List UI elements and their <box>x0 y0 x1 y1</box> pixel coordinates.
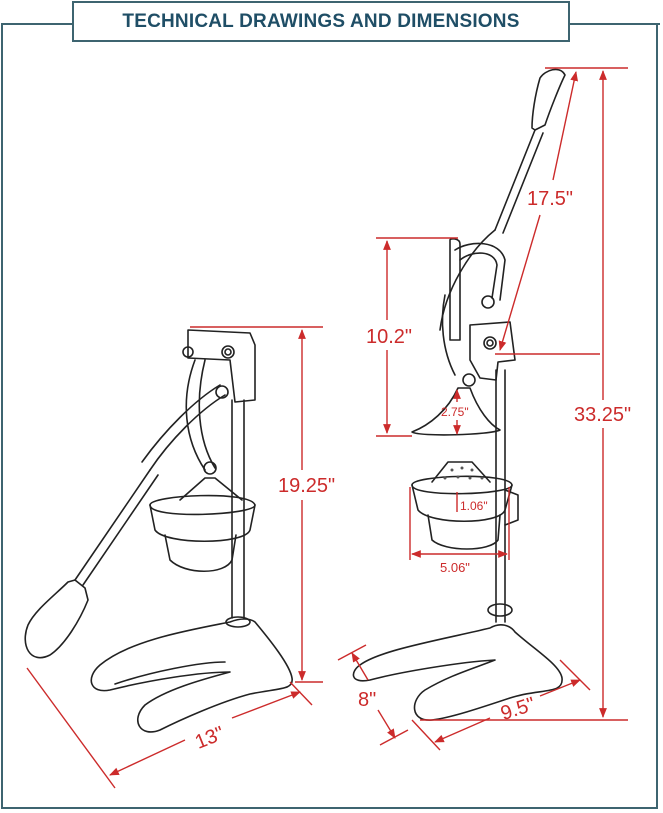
dim-base-width-label: 8" <box>358 689 376 711</box>
right-juicer-illustration <box>352 68 566 721</box>
left-dimension-lines <box>26 326 323 789</box>
frame-top-left-rule <box>1 23 73 25</box>
title-box: TECHNICAL DRAWINGS AND DIMENSIONS <box>72 1 570 42</box>
left-juicer-illustration <box>24 329 293 733</box>
page-title: TECHNICAL DRAWINGS AND DIMENSIONS <box>122 10 520 32</box>
dim-cone-height-label: 2.75" <box>441 405 469 419</box>
drawing-frame <box>1 23 658 809</box>
dim-lever-length-label: 17.5" <box>527 188 573 210</box>
dim-reamer-height-label: 1.06" <box>460 499 488 513</box>
dim-base-length-label: 13" <box>192 722 227 753</box>
frame-top-right-rule <box>570 23 660 25</box>
dim-press-head-height-label: 10.2" <box>366 326 412 348</box>
right-dimension-lines <box>337 67 628 751</box>
dim-cup-diameter-label: 5.06" <box>440 560 470 575</box>
dim-height-label: 19.25" <box>278 475 335 497</box>
dim-total-height-label: 33.25" <box>574 404 631 426</box>
